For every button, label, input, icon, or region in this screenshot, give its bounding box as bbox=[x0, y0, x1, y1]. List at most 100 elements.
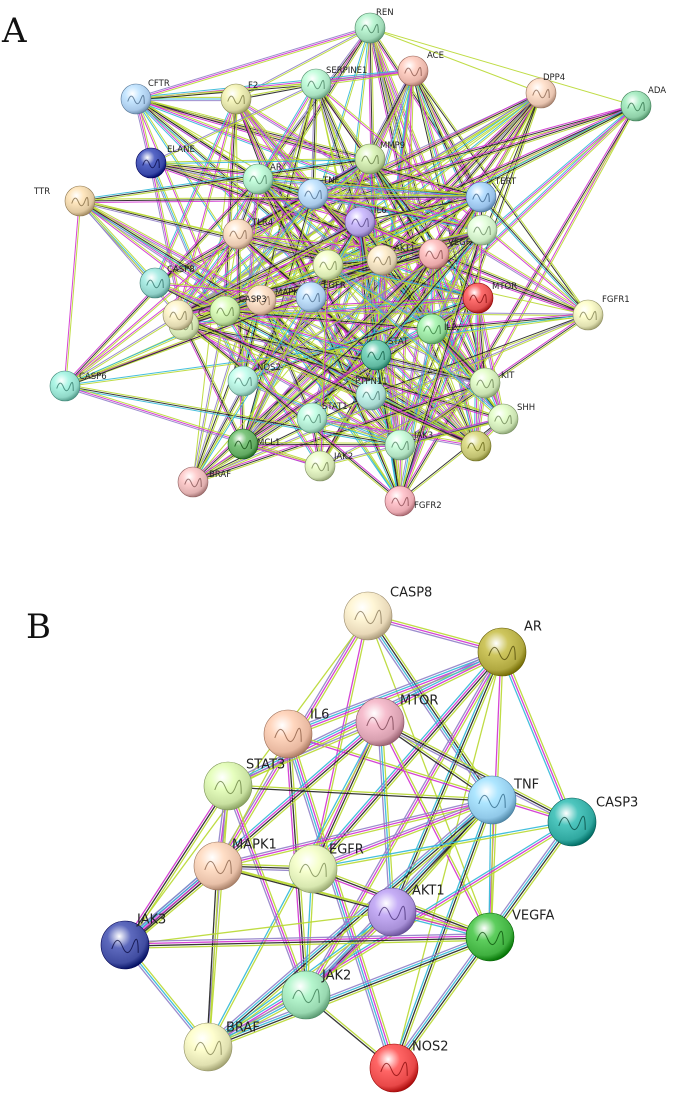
node-a-unlabeled-40[interactable] bbox=[466, 214, 498, 246]
node-a-jak2[interactable]: JAK2 bbox=[304, 450, 353, 482]
node-a-mtor[interactable]: MTOR bbox=[462, 282, 517, 314]
node-b-vegfa[interactable]: VEGFA bbox=[465, 909, 554, 962]
node-b-nos2[interactable]: NOS2 bbox=[369, 1040, 448, 1093]
node-b-mapk1[interactable]: MAPK1 bbox=[193, 838, 277, 891]
protein-structure-icon bbox=[478, 793, 506, 809]
node-circle bbox=[263, 709, 313, 759]
node-b-casp8[interactable]: CASP8 bbox=[343, 586, 432, 641]
node-a-tnf[interactable]: TNF bbox=[297, 176, 340, 210]
node-b-egfr[interactable]: EGFR bbox=[288, 843, 364, 894]
node-a-cftr[interactable]: CFTR bbox=[120, 79, 170, 115]
node-b-jak3[interactable]: JAK3 bbox=[100, 913, 166, 970]
node-a-il2[interactable]: IL2 bbox=[416, 313, 457, 345]
node-a-jak3[interactable]: JAK3 bbox=[384, 429, 433, 461]
node-a-stat[interactable]: STAT bbox=[360, 337, 409, 371]
node-a-tlr4[interactable]: TLR4 bbox=[222, 218, 273, 250]
edge-a-318 bbox=[80, 199, 157, 283]
node-a-mapk[interactable]: MAPK bbox=[245, 284, 299, 316]
node-a-ttr[interactable]: TTR bbox=[33, 185, 96, 217]
node-label: VEGFA bbox=[448, 238, 476, 248]
node-circle bbox=[183, 1022, 233, 1072]
protein-structure-icon bbox=[362, 390, 380, 401]
node-b-casp3[interactable]: CASP3 bbox=[547, 796, 638, 847]
node-circle bbox=[162, 299, 194, 331]
node-a-fgfr1[interactable]: FGFR1 bbox=[572, 295, 630, 331]
edge-a-592 bbox=[193, 315, 589, 484]
node-a-mmp9[interactable]: MMP9 bbox=[354, 141, 405, 175]
node-a-tert[interactable]: TERT bbox=[465, 177, 517, 213]
protein-structure-icon bbox=[292, 988, 320, 1004]
edge-a-148 bbox=[136, 96, 482, 196]
node-a-kit[interactable]: KIT bbox=[469, 367, 515, 399]
edge-b-104 bbox=[313, 822, 573, 871]
node-a-unlabeled-38[interactable] bbox=[162, 299, 194, 331]
node-b-akt1[interactable]: AKT1 bbox=[367, 884, 445, 937]
node-b-jak2[interactable]: JAK2 bbox=[281, 969, 351, 1020]
node-a-akt1[interactable]: AKT1 bbox=[366, 244, 415, 276]
node-b-tnf[interactable]: TNF bbox=[467, 775, 539, 825]
node-a-casp6[interactable]: CASP6 bbox=[49, 370, 107, 402]
node-a-egfr[interactable]: EGFR bbox=[295, 281, 346, 313]
protein-structure-icon bbox=[252, 295, 270, 306]
edge-b-134 bbox=[124, 911, 393, 946]
node-a-unlabeled-39[interactable] bbox=[312, 249, 344, 281]
edge-a-53 bbox=[413, 70, 590, 315]
node-a-f2[interactable]: F2 bbox=[220, 81, 258, 115]
edge-a-206 bbox=[312, 83, 317, 195]
protein-structure-icon bbox=[56, 381, 74, 392]
node-label: C bbox=[198, 309, 204, 319]
node-circle bbox=[354, 143, 386, 175]
edge-a-381 bbox=[327, 195, 481, 265]
node-circle bbox=[355, 697, 405, 747]
edge-a-180 bbox=[235, 98, 589, 316]
node-a-fgfr2[interactable]: FGFR2 bbox=[384, 485, 442, 517]
node-a-ren[interactable]: REN bbox=[354, 8, 394, 44]
node-a-casp3[interactable]: CASP3 bbox=[209, 295, 267, 327]
node-a-il6[interactable]: IL6 bbox=[344, 206, 387, 238]
protein-structure-icon bbox=[127, 94, 145, 105]
edge-a-341 bbox=[312, 194, 481, 199]
edge-b-105 bbox=[312, 820, 572, 869]
edge-b-38 bbox=[288, 732, 573, 822]
node-a-elane[interactable]: ELANE bbox=[135, 145, 195, 179]
node-a-shh[interactable]: SHH bbox=[487, 403, 535, 435]
node-circle bbox=[487, 403, 519, 435]
node-label: STAT1 bbox=[322, 402, 348, 412]
edge-a-150 bbox=[135, 100, 481, 200]
node-label: MMP9 bbox=[380, 141, 405, 151]
protein-structure-icon bbox=[558, 815, 586, 831]
node-a-stat1[interactable]: STAT1 bbox=[296, 402, 348, 434]
edge-a-654 bbox=[375, 354, 486, 384]
edge-a-652 bbox=[432, 230, 484, 330]
node-a-braf[interactable]: BRAF bbox=[177, 466, 231, 498]
edge-b-39 bbox=[287, 734, 572, 824]
node-label: AKT1 bbox=[412, 884, 445, 899]
node-b-il6[interactable]: IL6 bbox=[263, 708, 329, 759]
node-a-mcl1[interactable]: MCL1 bbox=[227, 428, 280, 460]
node-label: VEGFA bbox=[512, 909, 554, 924]
node-b-mtor[interactable]: MTOR bbox=[355, 694, 438, 747]
panel-label-b: B bbox=[26, 607, 51, 647]
node-b-stat3[interactable]: STAT3 bbox=[203, 758, 285, 811]
node-b-ar[interactable]: AR bbox=[477, 620, 542, 677]
node-label: DPP4 bbox=[543, 73, 565, 83]
node-a-unlabeled-37[interactable] bbox=[460, 430, 492, 462]
node-circle bbox=[242, 163, 274, 195]
node-a-casp8[interactable]: CASP8 bbox=[139, 265, 195, 299]
node-a-vegfa[interactable]: VEGFA bbox=[418, 238, 476, 270]
edge-a-623 bbox=[224, 310, 377, 356]
node-a-ar[interactable]: AR bbox=[242, 163, 282, 195]
edge-b-144 bbox=[208, 939, 492, 1051]
node-b-braf[interactable]: BRAF bbox=[183, 1021, 260, 1072]
node-label: MAPK1 bbox=[232, 838, 277, 853]
node-a-ptpn11[interactable]: PTPN11 bbox=[355, 377, 388, 411]
edge-a-684 bbox=[320, 383, 486, 468]
node-a-dpp4[interactable]: DPP4 bbox=[525, 73, 565, 109]
node-circle bbox=[177, 466, 209, 498]
node-a-ace[interactable]: ACE bbox=[397, 51, 444, 87]
node-a-ada[interactable]: ADA bbox=[620, 86, 666, 122]
node-a-nos2[interactable]: NOS2 bbox=[227, 363, 281, 397]
edge-a-467 bbox=[311, 255, 435, 299]
node-a-serpine1[interactable]: SERPINE1 bbox=[300, 66, 367, 100]
node-circle bbox=[49, 370, 81, 402]
